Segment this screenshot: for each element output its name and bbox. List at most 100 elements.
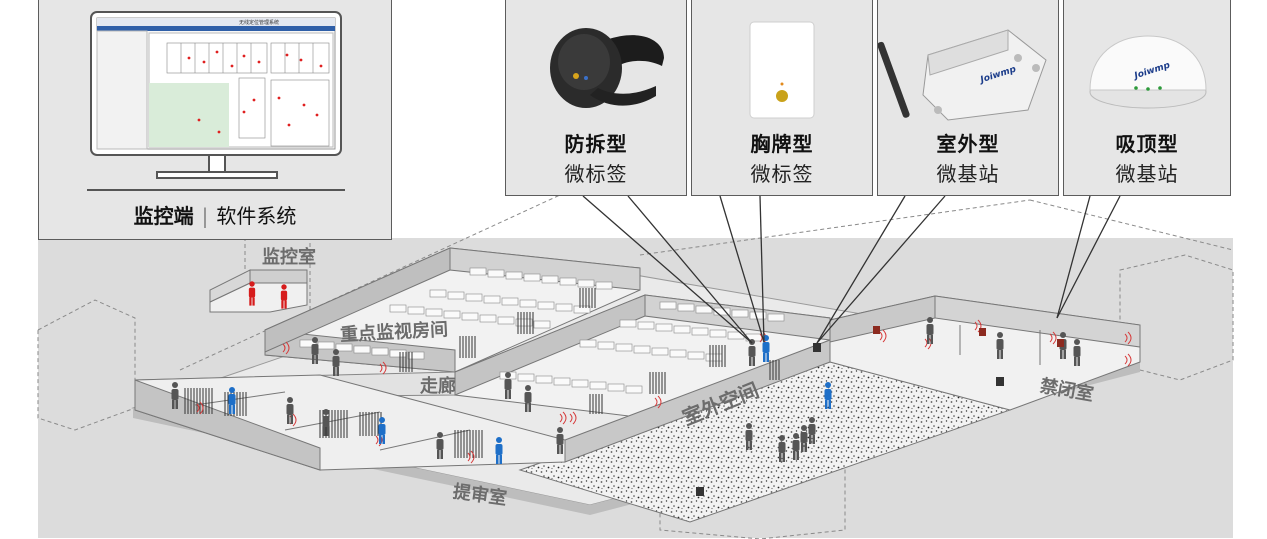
- device-card-wristband: 防拆型 微标签: [505, 0, 687, 196]
- bed: [483, 295, 501, 304]
- desktop-monitor-icon: [87, 11, 345, 191]
- base-station-icon: [1057, 339, 1064, 347]
- person-figure: [800, 425, 808, 452]
- bed: [659, 301, 677, 310]
- signal-icon: [282, 341, 290, 355]
- person-figure: [762, 335, 770, 362]
- device-title: 室外型: [936, 132, 1000, 156]
- signal-icon: [879, 329, 887, 343]
- bed: [597, 341, 615, 350]
- bed: [317, 341, 335, 350]
- zone-label-monitor-room: 监控室: [262, 247, 316, 268]
- signal-icon: [1124, 331, 1132, 345]
- device-title: 吸顶型: [1115, 132, 1179, 156]
- signal-icon: [569, 411, 577, 425]
- location-dot: [242, 54, 246, 58]
- person-figure: [926, 317, 934, 344]
- device-subtitle: 微基站: [1115, 162, 1179, 186]
- bed: [335, 343, 353, 352]
- bed: [559, 277, 577, 286]
- bed: [691, 327, 709, 336]
- person-figure: [524, 385, 532, 412]
- person-figure: [248, 281, 256, 306]
- bed: [461, 312, 479, 321]
- person-figure: [378, 417, 386, 444]
- bed: [479, 314, 497, 323]
- person-figure: [280, 284, 288, 309]
- bed: [541, 275, 559, 284]
- bed: [669, 349, 687, 358]
- bed: [655, 323, 673, 332]
- location-dot: [215, 50, 219, 54]
- signal-icon: [559, 411, 567, 425]
- monitor-caption-bold: 监控端: [133, 204, 194, 228]
- location-dot: [252, 98, 256, 102]
- bed: [487, 269, 505, 278]
- location-dot: [299, 58, 303, 62]
- ceiling-base-station-icon: [1089, 35, 1207, 109]
- person-figure: [286, 397, 294, 424]
- signal-icon: [1124, 353, 1132, 367]
- bed: [555, 303, 573, 312]
- location-dot: [187, 56, 191, 60]
- bed: [523, 273, 541, 282]
- location-dot: [202, 60, 206, 64]
- bed: [749, 311, 767, 320]
- bed: [619, 319, 637, 328]
- location-dot: [285, 53, 289, 57]
- bed: [389, 304, 407, 313]
- cell-beds: [299, 267, 785, 394]
- bed: [501, 297, 519, 306]
- person-figure: [824, 382, 832, 409]
- outdoor-base-station-icon: [878, 29, 1047, 121]
- device-card-outdoor-station: Joiwmp 室外型 微基站: [877, 0, 1059, 196]
- device-subtitle: 微标签: [564, 162, 628, 186]
- base-station-icon: [813, 343, 821, 352]
- signal-icon: [974, 319, 982, 333]
- signal-icon: [196, 401, 204, 415]
- bed: [553, 377, 571, 386]
- bed: [407, 351, 425, 360]
- badge-tag-icon: [749, 21, 815, 119]
- signal-icon: [654, 395, 662, 409]
- person-figure: [556, 427, 564, 454]
- monitor-screen-title: 无线定位管理系统: [239, 20, 280, 26]
- bed: [687, 351, 705, 360]
- bed: [537, 301, 555, 310]
- person-figure: [1073, 339, 1081, 366]
- location-dot: [302, 103, 306, 107]
- bed: [447, 291, 465, 300]
- location-dot: [242, 110, 246, 114]
- person-figure: [808, 417, 816, 444]
- cell-bars: [184, 288, 780, 458]
- bed: [709, 329, 727, 338]
- location-dot: [315, 113, 319, 117]
- bed: [625, 385, 643, 394]
- bed: [519, 299, 537, 308]
- device-subtitle: 微基站: [936, 162, 1000, 186]
- bed: [577, 279, 595, 288]
- bed: [465, 293, 483, 302]
- device-card-badge: 胸牌型 微标签: [691, 0, 873, 196]
- bed: [425, 308, 443, 317]
- bed: [571, 379, 589, 388]
- device-subtitle: 微标签: [750, 162, 814, 186]
- bed: [469, 267, 487, 276]
- confinement-rooms: [829, 295, 1141, 411]
- bed: [407, 306, 425, 315]
- zone-label-corridor: 走廊: [420, 376, 456, 397]
- location-dot: [230, 64, 234, 68]
- person-figure: [792, 433, 800, 460]
- base-station-icon: [873, 326, 880, 334]
- bed: [677, 303, 695, 312]
- base-station-icon: [996, 377, 1004, 386]
- person-figure: [778, 435, 786, 462]
- person-figure: [504, 372, 512, 399]
- person-figure: [171, 382, 179, 409]
- monitor-caption-rest: 软件系统: [216, 204, 297, 228]
- bed: [371, 347, 389, 356]
- wall-base-stations: [696, 326, 1064, 496]
- bed: [637, 321, 655, 330]
- person-figure: [495, 437, 503, 464]
